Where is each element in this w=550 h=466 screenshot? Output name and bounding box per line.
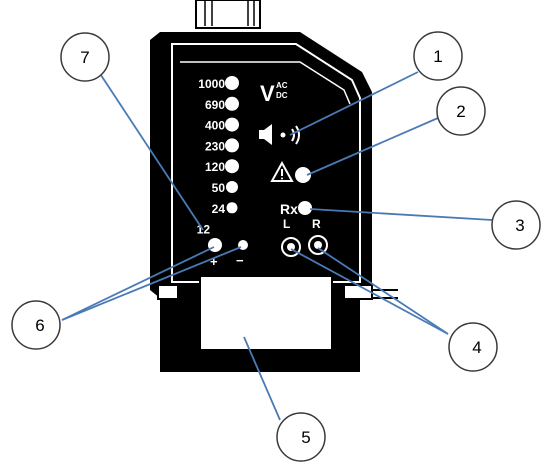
callout-1: 1 [413,31,463,81]
warning-triangle-icon [270,160,294,182]
callout-lines [61,59,493,421]
svg-text:5: 5 [301,428,310,447]
svg-text:2: 2 [456,102,465,121]
lcd-display [199,275,333,351]
svg-text:3: 3 [515,216,524,235]
callout-badges: 1 2 3 4 5 6 7 [11,31,541,462]
left-phase-led [281,237,301,257]
rx-led [298,201,312,215]
voltage-mode-label: V AC DC [260,81,288,106]
callout-line-5 [243,336,281,421]
plus-led [208,238,222,252]
led-label-24: 24 [212,202,226,216]
plus-sign: + [210,254,218,269]
right-phase-led [308,235,328,255]
led-690 [225,96,239,111]
svg-text:6: 6 [35,316,44,335]
callout-4: 4 [448,322,498,372]
callout-2: 2 [436,86,486,136]
device-body [150,0,398,372]
callout-line-3 [309,208,493,221]
ac-label: AC [276,81,288,90]
led-120 [225,159,239,174]
rx-label: Rx [280,201,298,217]
right-phase-label: R [312,217,321,231]
led-label-400: 400 [205,119,225,133]
buzzer-led [280,132,286,138]
callout-7: 7 [60,32,110,82]
callout-line-1 [289,71,419,136]
svg-text:7: 7 [80,48,89,67]
led-1000 [225,76,239,90]
led-400 [225,117,239,132]
svg-text:4: 4 [472,338,481,357]
dc-label: DC [276,91,288,100]
callout-line-7 [90,59,204,231]
led-label-690: 690 [205,98,225,112]
callout-5: 5 [276,412,326,462]
led-24 [226,202,238,214]
callout-3: 3 [491,200,541,250]
minus-sign: − [236,253,244,268]
led-label-1000: 1000 [198,77,225,91]
callout-6: 6 [11,300,61,350]
speaker-icon [259,124,300,145]
callout-line-6b [61,246,242,321]
led-label-230: 230 [205,139,225,153]
callout-line-2 [306,117,439,176]
led-50 [226,181,238,193]
led-label-120: 120 [205,160,225,174]
callout-line-4a [290,248,449,335]
led-label-50: 50 [212,181,226,195]
voltage-v-label: V [260,81,275,106]
warning-led [295,167,311,183]
led-230 [225,138,239,153]
callout-line-4b [317,247,449,335]
callout-line-6a [61,246,215,321]
left-phase-label: L [283,217,290,231]
svg-text:1: 1 [433,47,442,66]
